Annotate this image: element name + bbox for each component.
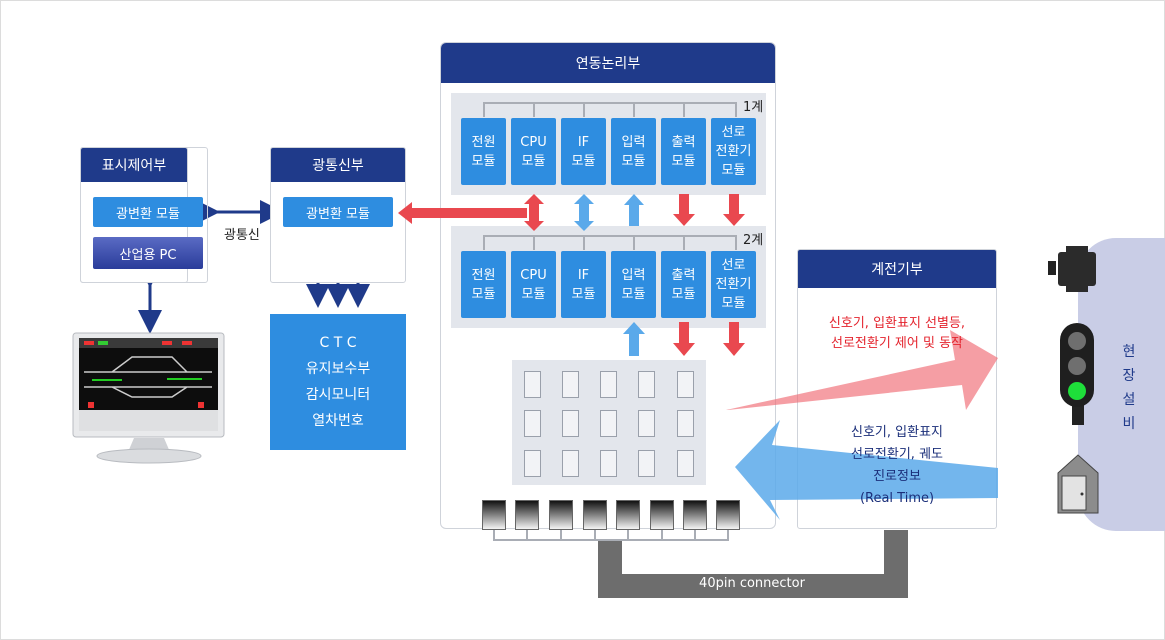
control-text-line-2: 선로전환기 제어 및 동작 xyxy=(831,336,963,351)
field-label-char: 장 xyxy=(1122,368,1136,384)
io-cell xyxy=(524,450,541,477)
info-arrow-blue xyxy=(735,420,998,520)
io-cell xyxy=(562,410,579,437)
connector-block xyxy=(515,500,539,530)
system1-label: 1계 xyxy=(743,100,764,115)
ctc-box: C T C 유지보수부 감시모니터 열차번호 xyxy=(270,314,406,450)
display-control-title: 표시제어부 xyxy=(81,148,187,182)
io-cell xyxy=(638,410,655,437)
red-arrow-output-2 xyxy=(673,322,695,356)
field-equipment-label: 현 장 설 비 xyxy=(1117,340,1141,436)
industrial-pc-button[interactable]: 산업용 PC xyxy=(93,237,203,269)
red-arrow-switch-1 xyxy=(723,194,745,226)
io-cell xyxy=(638,371,655,398)
blue-arrow-if xyxy=(574,194,594,231)
red-arrow-switch-2 xyxy=(723,322,745,356)
connector-block xyxy=(616,500,640,530)
io-cell xyxy=(638,450,655,477)
ctc-line-3: 감시모니터 xyxy=(305,387,371,403)
monitor-icon xyxy=(72,332,225,464)
point-machine-icon xyxy=(1048,246,1096,292)
control-arrow-red xyxy=(726,330,998,410)
optical-link-label: 광통신 xyxy=(224,228,260,243)
field-label-char: 설 xyxy=(1122,392,1136,408)
field-label-char: 비 xyxy=(1122,416,1136,432)
red-arrow-cpu xyxy=(524,194,544,231)
info-text-line-1: 신호기, 입환표지 xyxy=(851,425,943,440)
info-text: 신호기, 입환표지 선로전환기, 궤도 진로정보 (Real Time) xyxy=(797,422,997,510)
blue-arrow-input-1 xyxy=(624,194,644,226)
connector-cable xyxy=(598,530,908,598)
connector-block xyxy=(650,500,674,530)
blue-arrow-input-2 xyxy=(623,322,645,356)
control-text-line-1: 신호기, 입환표지 선별등, xyxy=(828,316,966,331)
io-cell xyxy=(677,410,694,437)
connector-block xyxy=(482,500,506,530)
info-text-line-3: 진로정보 xyxy=(873,469,921,484)
ctc-line-2: 유지보수부 xyxy=(305,361,371,377)
red-arrow-output-1 xyxy=(673,194,695,226)
optical-module-button-right[interactable]: 광변환 모듈 xyxy=(283,197,393,227)
system2-label: 2계 xyxy=(743,233,764,248)
io-cell xyxy=(600,371,617,398)
io-cell xyxy=(677,450,694,477)
io-cell xyxy=(562,450,579,477)
io-cell xyxy=(562,371,579,398)
ctc-line-4: 열차번호 xyxy=(312,413,364,429)
connector-block xyxy=(583,500,607,530)
control-text: 신호기, 입환표지 선별등, 선로전환기 제어 및 동작 xyxy=(797,314,997,354)
info-text-line-2: 선로전환기, 궤도 xyxy=(851,447,943,462)
io-cell xyxy=(524,371,541,398)
io-cell xyxy=(600,450,617,477)
io-cell xyxy=(524,410,541,437)
optical-comm-title: 광통신부 xyxy=(271,148,405,182)
optical-module-button-left[interactable]: 광변환 모듈 xyxy=(93,197,203,227)
signal-light-icon xyxy=(1060,323,1094,425)
red-arrow-optical xyxy=(398,202,527,224)
field-label-char: 현 xyxy=(1122,344,1136,360)
connector-block xyxy=(549,500,573,530)
relay-unit-title: 계전기부 xyxy=(798,250,996,288)
info-text-line-4: (Real Time) xyxy=(859,491,935,506)
optical-comm-unit: 광통신부 광변환 모듈 xyxy=(270,147,406,283)
display-control-outline xyxy=(80,147,208,283)
connector-label: 40pin connector xyxy=(699,576,805,591)
connector-block xyxy=(683,500,707,530)
relay-cabinet-icon xyxy=(1057,454,1099,514)
io-cell xyxy=(677,371,694,398)
connector-block xyxy=(716,500,740,530)
ctc-line-1: C T C xyxy=(319,335,357,351)
interlocking-title: 연동논리부 xyxy=(441,43,775,83)
io-cell xyxy=(600,410,617,437)
